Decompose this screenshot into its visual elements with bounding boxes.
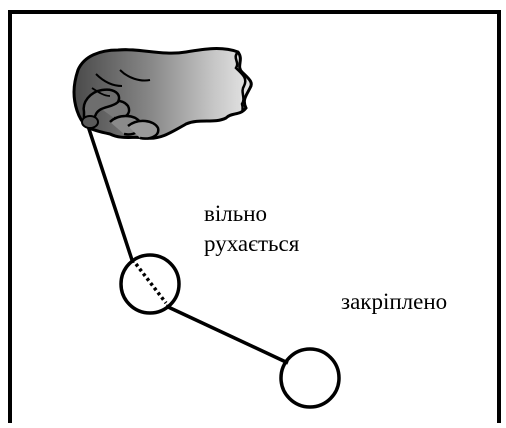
free-moving-label-line2: рухається (204, 231, 300, 256)
fixed-ring (279, 347, 341, 409)
hand-icon (72, 47, 253, 140)
dotted-joint-line (134, 262, 168, 305)
free-moving-label-line1: вільно (204, 201, 268, 226)
connecting-rod (165, 304, 289, 365)
free-moving-ring (119, 253, 181, 315)
hanging-string (86, 125, 135, 264)
free-moving-label: вільно рухається (204, 199, 299, 259)
frame-border (8, 10, 501, 423)
fixed-label: закріплено (341, 289, 448, 314)
